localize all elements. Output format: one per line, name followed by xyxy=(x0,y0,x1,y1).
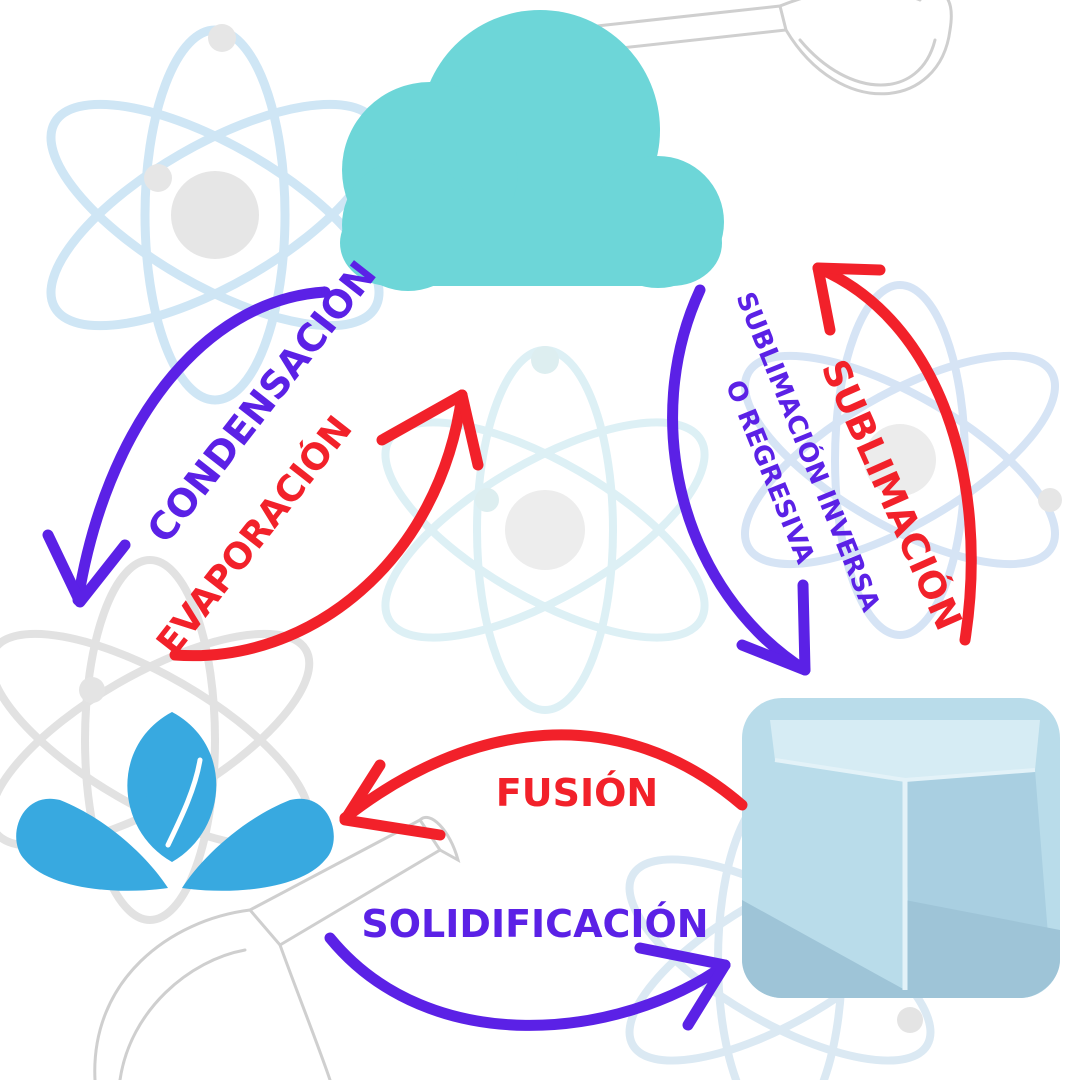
atom-icon xyxy=(381,346,709,714)
solidification-arrow xyxy=(324,932,731,1031)
sublimation-arrow xyxy=(812,262,977,646)
inverse-sublimation-arrowhead xyxy=(736,579,811,676)
background-atoms xyxy=(0,24,1062,1080)
evaporation-arrowhead xyxy=(376,389,484,471)
condensation-arrow xyxy=(72,286,331,606)
ice-cube-icon xyxy=(742,698,1060,998)
sublimation-arrowhead xyxy=(812,262,886,336)
inverse-sublimation-arrow xyxy=(667,284,811,676)
evaporation-arrow xyxy=(169,389,468,662)
water-drops-icon xyxy=(16,712,334,891)
solidification-arrowhead xyxy=(634,942,731,1031)
fusion-label: FUSIÓN xyxy=(496,771,658,815)
fusion-arrow xyxy=(339,729,748,824)
condensation-arrowhead xyxy=(42,529,131,608)
solidification-label: SOLIDIFICACIÓN xyxy=(361,902,708,946)
atom-icon xyxy=(46,24,384,405)
flask-icon xyxy=(93,816,461,1080)
transition-arrows xyxy=(42,262,977,1031)
cloud-icon xyxy=(340,10,724,291)
fusion-arrowhead xyxy=(339,759,446,841)
